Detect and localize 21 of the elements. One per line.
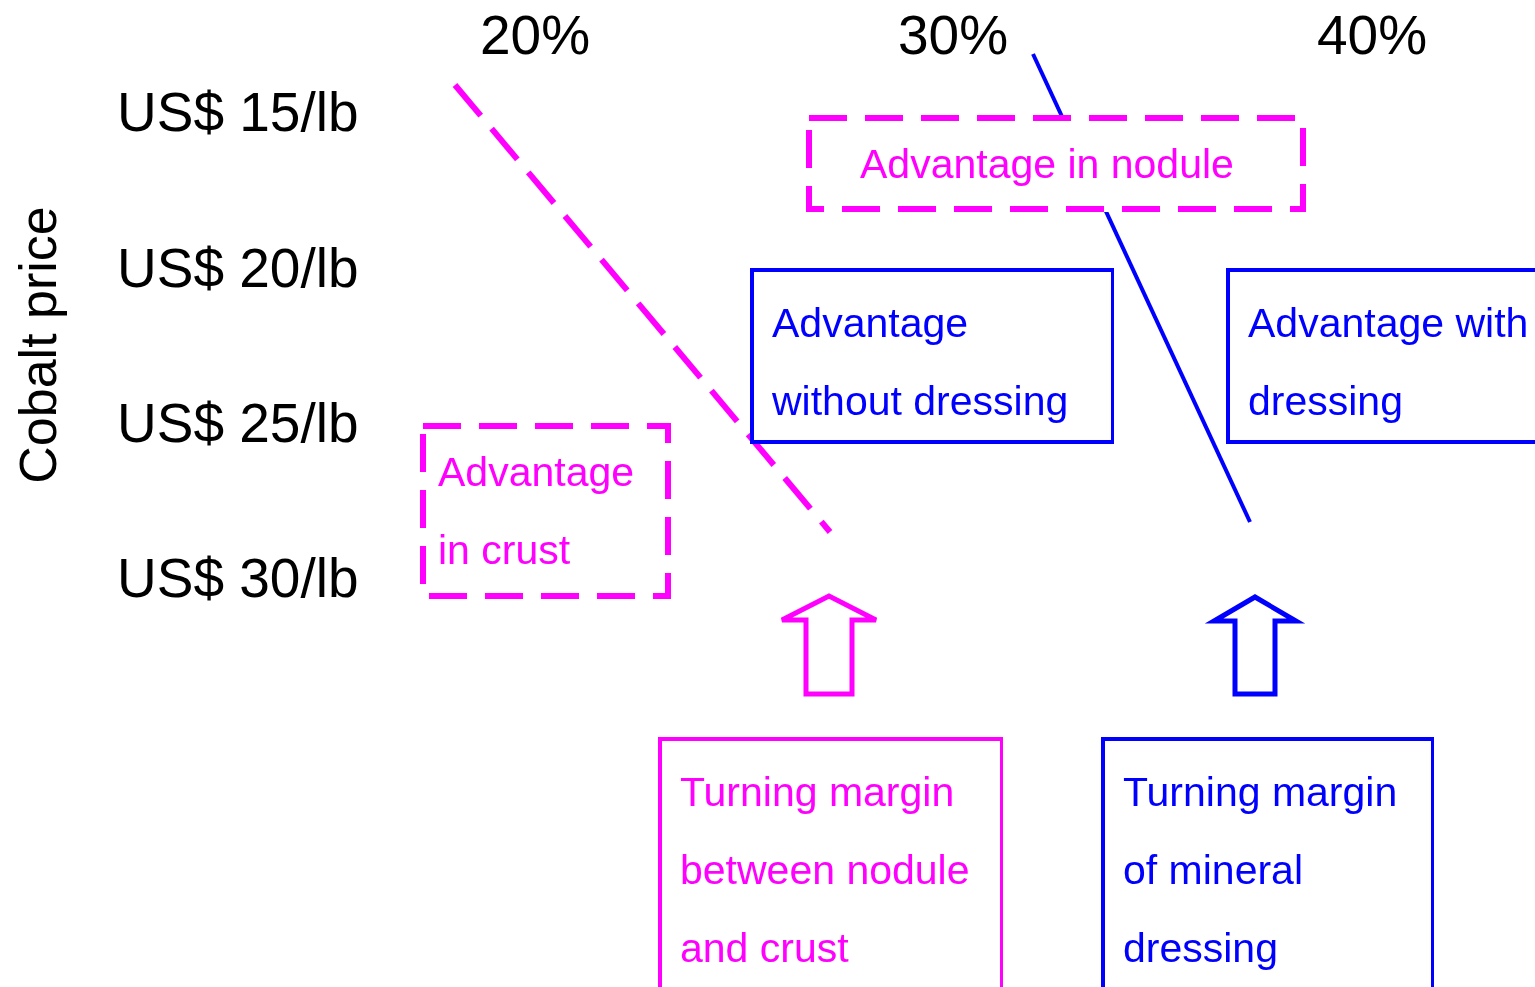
- price-label: US$ 20/lb: [117, 240, 359, 296]
- label-box: [658, 737, 1003, 987]
- label-box: [1101, 737, 1434, 987]
- box-label: Advantage without dressing: [772, 299, 1070, 426]
- label-box: [1226, 268, 1535, 444]
- box-label: Advantage in nodule: [860, 140, 1235, 189]
- dashed-region-box: [420, 423, 671, 599]
- price-label: US$ 25/lb: [117, 395, 359, 451]
- box-label: Turning margin of mineral dressing: [1123, 768, 1399, 973]
- percent-label: 40%: [1316, 7, 1428, 63]
- percent-label: 30%: [897, 7, 1009, 63]
- dashed-region-box: [806, 115, 1306, 212]
- box-label: Turning margin between nodule and crust: [680, 768, 971, 973]
- hollow-arrow: [1204, 594, 1306, 697]
- price-label: US$ 15/lb: [117, 84, 359, 140]
- hollow-arrow: [779, 593, 879, 697]
- box-label: Advantage with dressing: [1248, 299, 1530, 426]
- box-label: Advantage in crust: [438, 448, 636, 575]
- price-label: US$ 30/lb: [117, 550, 359, 606]
- label-box: [750, 268, 1114, 444]
- percent-label: 20%: [479, 7, 591, 63]
